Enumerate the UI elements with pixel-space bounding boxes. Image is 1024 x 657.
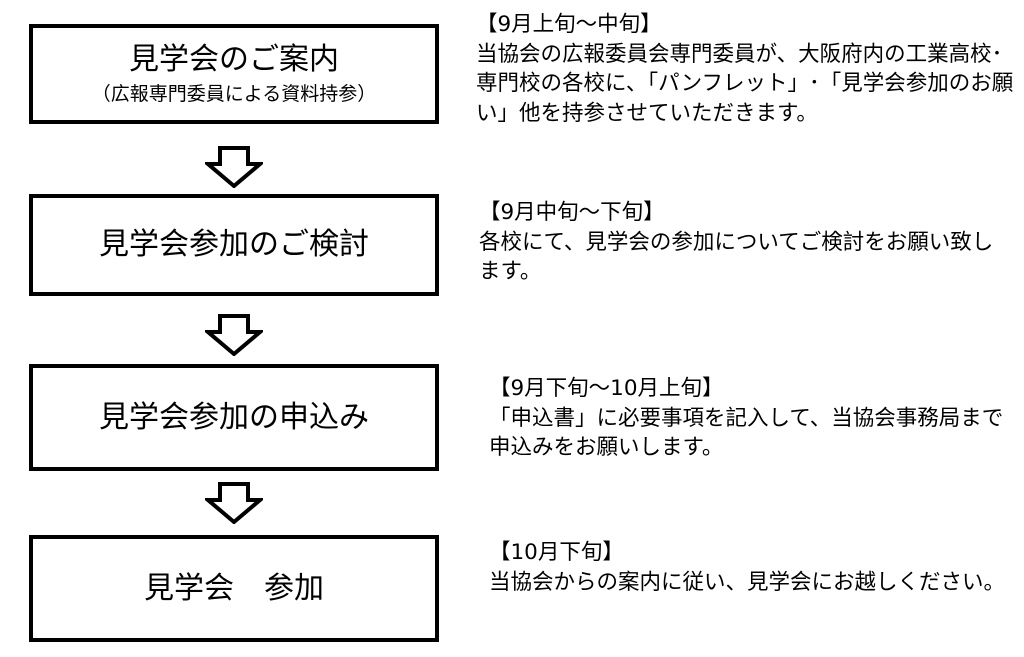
down-arrow-icon	[205, 146, 263, 188]
step-text: 当協会の広報委員会専門委員が、大阪府内の工業高校･専門校の各校に、「パンフレット…	[476, 41, 1014, 126]
step-title: 見学会のご案内	[129, 42, 339, 77]
step-box-2: 見学会参加のご検討	[29, 194, 439, 296]
step-period: 【10月下旬】	[489, 540, 624, 565]
step-title: 見学会参加のご検討	[99, 227, 369, 262]
down-arrow-icon	[205, 482, 263, 524]
step-box-4: 見学会 参加	[29, 535, 439, 642]
step-description-3: 【9月下旬～10月上旬】 「申込書」に必要事項を記入して、当協会事務局まで申込み…	[489, 374, 1009, 463]
step-subtitle: （広報専門委員による資料持参）	[91, 83, 377, 105]
step-period: 【9月下旬～10月上旬】	[489, 376, 724, 401]
step-text: 「申込書」に必要事項を記入して、当協会事務局まで申込みをお願いします。	[489, 405, 1004, 461]
step-description-1: 【9月上旬～中旬】 当協会の広報委員会専門委員が、大阪府内の工業高校･専門校の各…	[476, 10, 1016, 128]
step-text: 各校にて、見学会の参加についてご検討をお願い致します。	[479, 229, 994, 285]
down-arrow-icon	[205, 314, 263, 356]
step-title: 見学会 参加	[144, 570, 324, 606]
step-box-1: 見学会のご案内 （広報専門委員による資料持参）	[29, 24, 439, 124]
step-period: 【9月中旬～下旬】	[479, 200, 665, 225]
step-description-2: 【9月中旬～下旬】 各校にて、見学会の参加についてご検討をお願い致します。	[479, 198, 1009, 287]
step-period: 【9月上旬～中旬】	[476, 12, 662, 37]
step-title: 見学会参加の申込み	[99, 399, 369, 435]
step-text: 当協会からの案内に従い、見学会にお越しください。	[489, 569, 1006, 595]
step-description-4: 【10月下旬】 当協会からの案内に従い、見学会にお越しください。	[489, 538, 1014, 597]
step-box-3: 見学会参加の申込み	[29, 364, 439, 471]
